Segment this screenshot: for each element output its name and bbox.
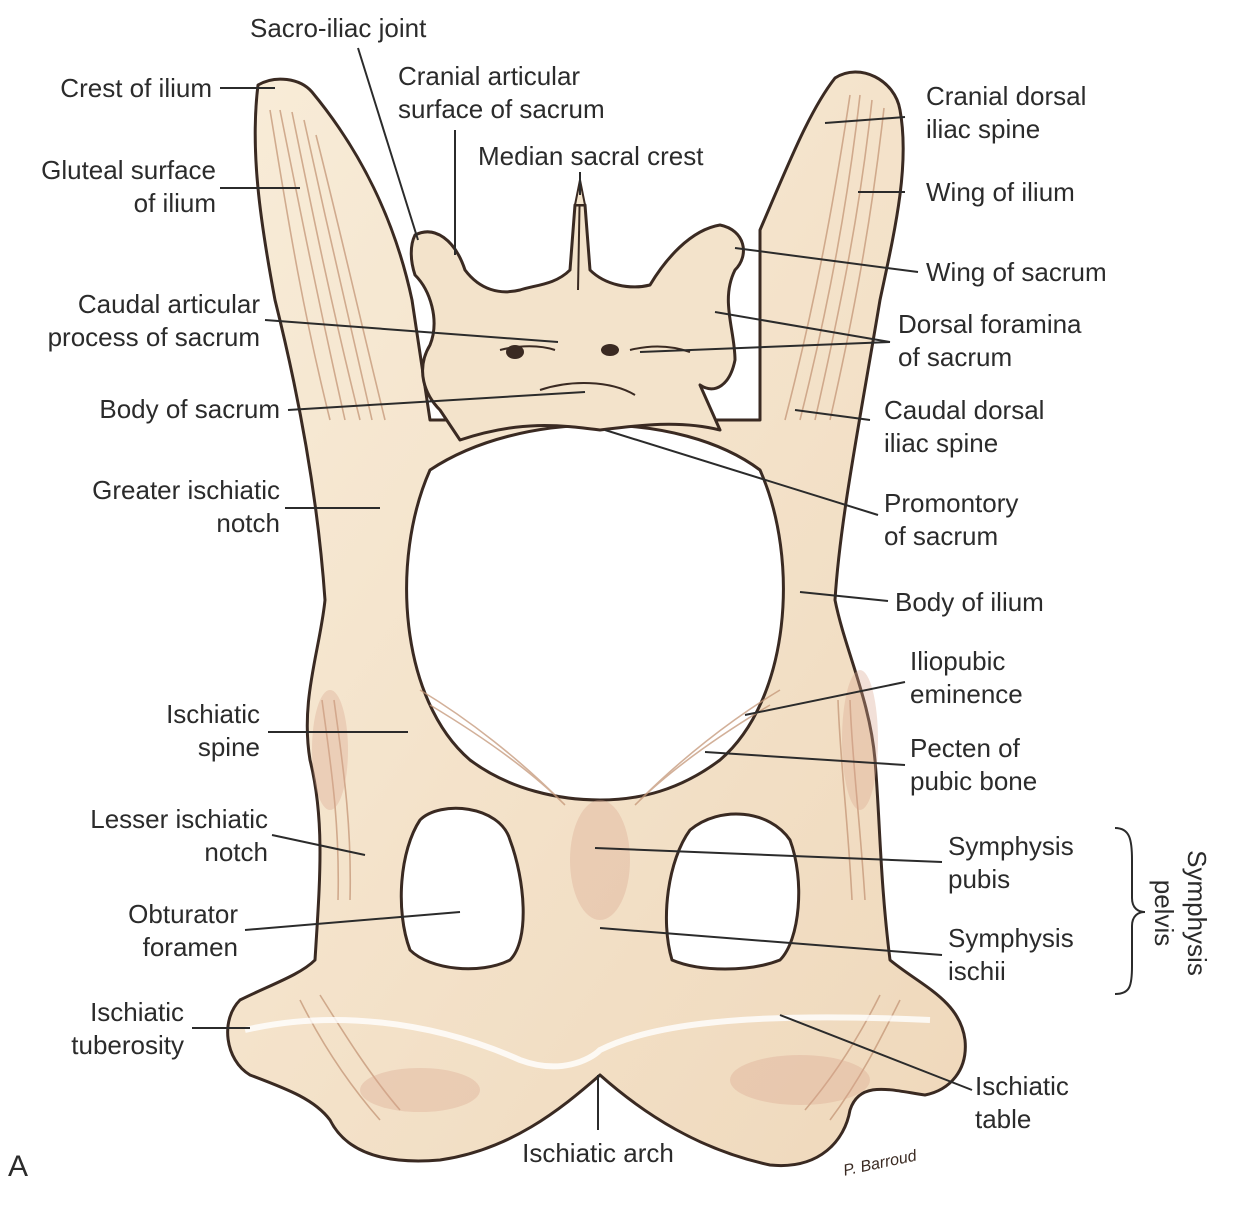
label-median-sacral-crest: Median sacral crest <box>478 140 703 173</box>
label-line: Body of sacrum <box>99 394 280 424</box>
label-line: process of sacrum <box>47 322 260 352</box>
label-line: eminence <box>910 679 1023 709</box>
label-line: of sacrum <box>898 342 1013 372</box>
symphysis-brace <box>1114 827 1146 995</box>
label-sacro-iliac-joint: Sacro-iliac joint <box>250 12 426 45</box>
ischiatic-ridge <box>244 1014 931 1070</box>
label-line: Wing of ilium <box>926 177 1075 207</box>
label-line: Symphysis <box>948 831 1074 861</box>
label-body-of-ilium: Body of ilium <box>895 586 1044 619</box>
dorsal-foramen-left <box>506 345 524 359</box>
label-line: Promontory <box>884 488 1019 518</box>
label-line: surface of sacrum <box>398 94 605 124</box>
label-line: Sacro-iliac joint <box>250 13 427 43</box>
label-line: Ischiatic <box>975 1071 1069 1101</box>
label-line: spine <box>197 732 260 762</box>
label-line: Crest of ilium <box>60 73 212 103</box>
label-line: iliac spine <box>926 114 1041 144</box>
label-line: Greater ischiatic <box>92 475 280 505</box>
dorsal-foramen-right <box>601 344 619 356</box>
label-line: Iliopubic <box>910 646 1006 676</box>
figure-letter: A <box>8 1150 29 1183</box>
label-line: Obturator <box>128 899 238 929</box>
bone-shading <box>269 94 901 1121</box>
label-line: notch <box>216 508 280 538</box>
pelvic-bone <box>226 70 967 1168</box>
label-line: Ischiatic arch <box>522 1138 674 1168</box>
label-line: pubic bone <box>910 766 1038 796</box>
label-line: pelvis <box>1149 879 1179 947</box>
label-wing-of-sacrum: Wing of sacrum <box>926 256 1107 289</box>
bone-pink-shading <box>312 670 878 1112</box>
label-body-of-sacrum: Body of sacrum <box>20 393 280 426</box>
label-line: Body of ilium <box>895 587 1044 617</box>
leader-lines <box>192 47 973 1130</box>
label-line: table <box>975 1104 1032 1134</box>
label-line: iliac spine <box>884 428 999 458</box>
label-line: of ilium <box>133 188 216 218</box>
label-line: of sacrum <box>884 521 999 551</box>
label-line: Caudal dorsal <box>884 395 1045 425</box>
artist-signature: P. Barroud <box>842 1147 919 1179</box>
label-ischiatic-arch: Ischiatic arch <box>478 1137 718 1170</box>
label-line: Caudal articular <box>77 289 260 319</box>
label-line: notch <box>204 837 268 867</box>
label-line: Pecten of <box>910 733 1020 763</box>
label-line: Dorsal foramina <box>898 309 1082 339</box>
label-line: Symphysis <box>1182 850 1212 976</box>
label-line: Ischiatic <box>90 997 184 1027</box>
sacrum <box>409 203 745 442</box>
label-line: pubis <box>948 864 1011 894</box>
label-line: Lesser ischiatic <box>90 804 268 834</box>
label-crest-of-ilium: Crest of ilium <box>20 72 212 105</box>
label-line: Gluteal surface <box>41 155 216 185</box>
label-line: Wing of sacrum <box>926 257 1107 287</box>
label-line: ischii <box>948 956 1006 986</box>
label-line: Ischiatic <box>166 699 260 729</box>
label-wing-of-ilium: Wing of ilium <box>926 176 1075 209</box>
label-line: Median sacral crest <box>478 141 704 171</box>
label-line: Cranial dorsal <box>926 81 1087 111</box>
label-line: Cranial articular <box>398 61 581 91</box>
label-line: Symphysis <box>948 923 1074 953</box>
label-line: foramen <box>142 932 238 962</box>
label-line: tuberosity <box>71 1030 184 1060</box>
